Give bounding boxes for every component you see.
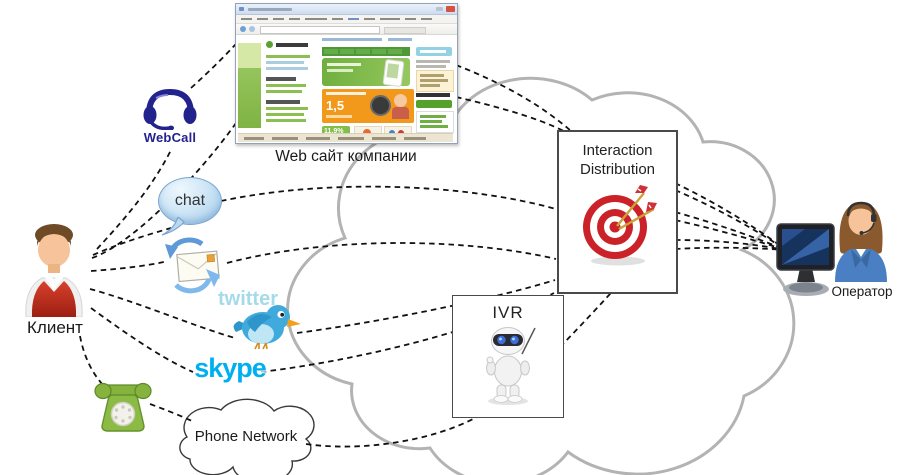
chat-channel: chat (158, 177, 222, 236)
line-client-chat (92, 227, 172, 256)
line-client-phone (79, 335, 105, 387)
monitor-icon (776, 223, 835, 296)
chat-label: chat (174, 192, 206, 209)
line-twitter-id (296, 279, 556, 334)
line-id-operator-3 (674, 211, 787, 251)
interaction-distribution-box: Interaction Distribution (557, 130, 678, 294)
speech-bubble-tail (161, 217, 185, 236)
client-label: Клиент (27, 318, 83, 337)
line-id-operator-4 (674, 219, 787, 251)
interaction-distribution-label: Interaction Distribution (579, 142, 656, 178)
line-id-operator-1 (674, 182, 787, 251)
speech-bubble-icon: chat (158, 177, 222, 225)
rotary-phone-icon (94, 382, 152, 432)
woman-headset-icon (835, 201, 887, 282)
browser-window: 1,5 11,9% (235, 3, 458, 144)
promo-rate: 1,5 (326, 98, 345, 113)
browser-addressbar (236, 24, 457, 35)
twitter-bird-icon (233, 305, 301, 350)
line-phonenetwork-ivr (305, 416, 478, 448)
webcall-label: WebCall (143, 130, 197, 145)
line-phone-phonenetwork (149, 403, 193, 422)
website-label: Web сайт компании (275, 148, 417, 165)
line-id-operator-5 (674, 239, 787, 251)
ivr-label: IVR (492, 303, 524, 322)
line-skype-id (260, 292, 555, 373)
line-client-skype (90, 307, 194, 373)
ivr-box: IVR (452, 295, 564, 418)
browser-toolbar (236, 15, 457, 24)
phone-network-label: Phone Network (194, 428, 298, 445)
browser-favicon (239, 7, 244, 11)
line-website-id-1 (455, 64, 572, 132)
envelope-sync-icon (165, 237, 220, 294)
skype-channel: skype (190, 353, 270, 384)
twitter-channel: twitter (210, 288, 308, 350)
operator-label: Оператор (831, 284, 893, 299)
client-figure (18, 222, 90, 317)
twitter-label: twitter (218, 288, 278, 310)
operator-workstation (775, 222, 839, 298)
promo-percent: 11,9% (324, 128, 344, 135)
line-email-id (226, 242, 557, 264)
line-client-email (90, 261, 165, 272)
headset-icon (143, 88, 197, 130)
promo-banner: 1,5 (322, 89, 414, 123)
line-client-twitter (89, 288, 236, 339)
line-chat-id (220, 185, 557, 210)
phone-channel (90, 376, 156, 434)
robot-icon (486, 327, 536, 405)
target-darts-icon (582, 185, 657, 266)
line-id-operator-2 (674, 189, 787, 251)
browser-close-icon (446, 6, 455, 12)
line-client-webcall (96, 149, 172, 250)
browser-titlebar (236, 4, 457, 15)
browser-maximize-icon (436, 7, 443, 11)
line-website-id-2 (455, 96, 574, 137)
browser-title-text (248, 7, 292, 11)
browser-page: 1,5 11,9% (236, 35, 457, 143)
phone-network-cloud (179, 398, 315, 475)
operator-figure (831, 194, 891, 282)
webcall-channel: WebCall (138, 86, 202, 145)
line-id-operator-6 (674, 246, 787, 251)
skype-wordmark-icon: skype (194, 353, 267, 383)
email-channel (162, 237, 226, 295)
person-icon (25, 224, 83, 317)
